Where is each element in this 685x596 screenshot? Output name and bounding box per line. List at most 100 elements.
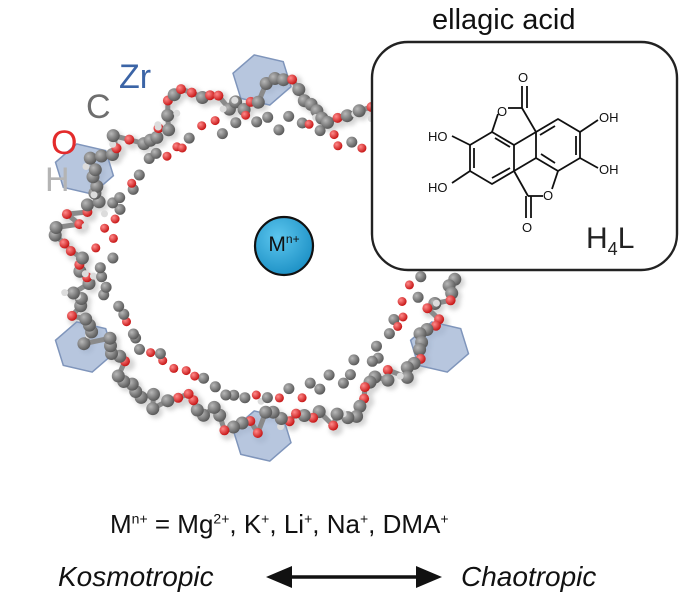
carbon-atom	[367, 356, 378, 367]
legend-zr: Zr	[119, 60, 151, 94]
carbon-atom	[112, 370, 125, 383]
carbon-atom	[79, 313, 92, 326]
oxygen-atom	[173, 393, 183, 403]
carbon-atom	[217, 128, 228, 139]
oxygen-atom	[287, 75, 297, 85]
carbon-atom	[76, 252, 89, 265]
hydroxyl-left-top: HO	[428, 129, 448, 144]
carbon-atom	[107, 253, 118, 264]
oxygen-atom	[393, 322, 402, 331]
carbon-atom	[346, 137, 357, 148]
ligand-label-sub: 4	[608, 239, 618, 259]
oxygen-atom	[211, 116, 220, 125]
cation-dma: DMA+	[383, 509, 449, 539]
carbon-atom	[101, 282, 112, 293]
oxygen-atom	[127, 179, 136, 188]
oxygen-atom	[197, 121, 206, 130]
carbon-atom	[345, 369, 356, 380]
kosmotropic-label: Kosmotropic	[58, 561, 214, 593]
ligand-label: H4L	[586, 222, 634, 256]
hydrogen-atom	[154, 121, 161, 128]
carbon-atom	[348, 354, 359, 365]
metal-ion-label: Mn+	[256, 233, 312, 257]
cation-formula: Mn+ = Mg2+, K+, Li+, Na+, DMA+	[110, 509, 449, 540]
carbon-atom	[184, 133, 195, 144]
oxygen-atom	[91, 243, 100, 252]
oxygen-atom	[62, 209, 72, 219]
carbon-atom	[314, 384, 325, 395]
carbon-atom	[191, 404, 204, 417]
carbon-atom	[146, 402, 159, 415]
carbon-atom	[239, 392, 250, 403]
inset-title: ellagic acid	[432, 4, 575, 37]
oxygen-atom	[176, 84, 186, 94]
carbon-atom	[50, 221, 63, 234]
oxygen-atom	[182, 366, 191, 375]
carbon-atom	[251, 116, 262, 127]
hydroxyl-left-bottom: HO	[428, 180, 448, 195]
cation-li: Li+,	[284, 509, 327, 539]
hydrogen-atom	[90, 273, 97, 280]
carbonyl-oxygen-bottom: O	[522, 220, 532, 235]
carbon-atom	[198, 373, 209, 384]
ring-oxygen-bottom: O	[543, 188, 553, 203]
formula-lhs-charge: n+	[132, 510, 148, 526]
legend-o: O	[51, 126, 77, 160]
carbon-atom	[415, 271, 426, 282]
ring-oxygen-top: O	[497, 104, 507, 119]
hydrogen-atom	[82, 270, 89, 277]
oxygen-atom	[330, 130, 339, 139]
cation-mg: Mg2+,	[177, 509, 244, 539]
carbon-atom	[114, 192, 125, 203]
carbon-atom	[134, 170, 145, 181]
carbon-atom	[150, 131, 163, 144]
carbon-atom	[381, 374, 394, 387]
oxygen-atom	[398, 297, 407, 306]
oxygen-atom	[291, 409, 301, 419]
oxygen-atom	[100, 224, 109, 233]
carbon-atom	[338, 378, 349, 389]
carbon-atom	[81, 198, 94, 211]
hydroxyl-right-bottom: OH	[599, 162, 619, 177]
carbonyl-oxygen-top: O	[518, 70, 528, 85]
oxygen-atom	[252, 391, 261, 400]
legend-h: H	[45, 163, 70, 197]
formula-lhs-base: M	[110, 509, 132, 539]
oxygen-atom	[59, 239, 69, 249]
carbon-atom	[305, 378, 316, 389]
hydrogen-atom	[433, 300, 440, 307]
carbon-atom	[89, 163, 102, 176]
carbon-atom	[252, 96, 265, 109]
double-arrow-icon	[266, 566, 442, 588]
oxygen-atom	[422, 303, 432, 313]
carbon-atom	[162, 123, 175, 136]
oxygen-atom	[109, 234, 118, 243]
oxygen-atom	[67, 311, 77, 321]
hydrogen-atom	[91, 191, 98, 198]
carbon-atom	[147, 388, 160, 401]
carbon-atom	[128, 329, 139, 340]
carbon-atom	[371, 341, 382, 352]
oxygen-atom	[333, 141, 342, 150]
hydrogen-atom	[231, 97, 238, 104]
ligand-label-main: H	[586, 222, 608, 255]
carbon-atom	[315, 125, 326, 136]
oxygen-atom	[383, 365, 393, 375]
oxygen-atom	[241, 111, 250, 120]
carbon-atom	[262, 112, 273, 123]
oxygen-atom	[190, 372, 199, 381]
carbon-atom	[77, 337, 90, 350]
carbon-atom	[113, 301, 124, 312]
carbon-atom	[353, 104, 366, 117]
oxygen-atom	[328, 421, 338, 431]
carbon-atom	[384, 328, 395, 339]
hydroxyl-right-top: OH	[599, 110, 619, 125]
oxygen-atom	[219, 425, 229, 435]
oxygen-atom	[446, 295, 456, 305]
carbon-atom	[107, 129, 120, 142]
carbon-atom	[161, 109, 174, 122]
carbon-atom	[259, 406, 272, 419]
formula-equals: =	[148, 509, 178, 539]
carbon-atom	[104, 332, 117, 345]
oxygen-atom	[187, 88, 197, 98]
